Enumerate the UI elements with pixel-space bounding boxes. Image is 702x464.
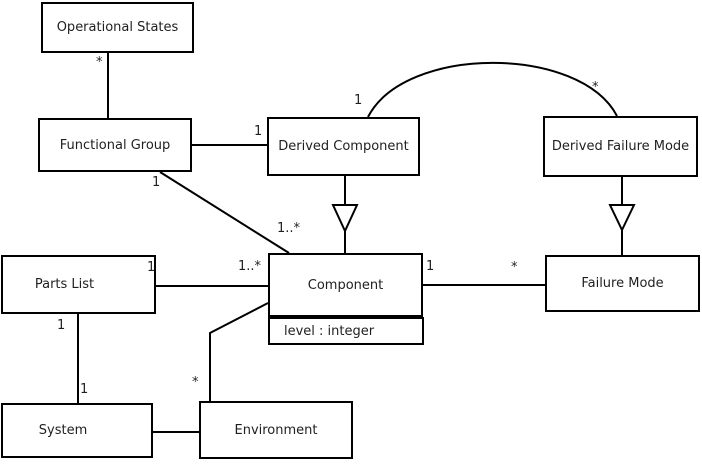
class-name-label: Failure Mode [581,276,664,291]
class-name-label: Environment [234,422,318,438]
association-functional-group-component [159,171,290,254]
multiplicity-parts-list-bottom: 1 [57,318,66,333]
attribute-level-label: level : integer [284,323,375,339]
class-name-label: Parts List [34,277,95,292]
multiplicity-environment-top: * [192,375,199,390]
multiplicity-parts-list-right: 1 [147,260,156,275]
class-operational-states[interactable]: Operational States [41,2,194,53]
class-component-attributes[interactable]: level : integer [268,317,424,345]
generalization-arrowhead-component [331,204,359,234]
generalization-arrowhead-failure-mode [608,204,636,233]
multiplicity-failure-mode-left: * [511,260,518,275]
class-parts-list[interactable]: Parts List [1,255,156,314]
multiplicity-derived-component-arc: 1 [354,93,363,108]
class-environment[interactable]: Environment [199,401,353,459]
class-component[interactable]: Component [268,253,423,317]
multiplicity-component-right: 1 [426,259,435,274]
multiplicity-operational-states-end: * [96,55,103,70]
class-system[interactable]: System [1,403,153,458]
class-name-label: Operational States [56,20,179,35]
multiplicity-functional-group-end: 1 [152,175,161,190]
multiplicity-system-top: 1 [80,382,89,397]
class-name-label: Functional Group [59,137,171,153]
class-name-label: Component [307,277,384,293]
multiplicity-component-left: 1..* [238,259,262,274]
association-derived-component-derived-failure-mode-arc [367,62,618,118]
class-name-label: System [38,423,88,438]
class-name-label: Derived Failure Mode [551,139,690,154]
class-functional-group[interactable]: Functional Group [38,118,192,172]
class-failure-mode[interactable]: Failure Mode [545,255,700,312]
multiplicity-derived-component-left: 1 [254,124,263,139]
class-derived-component[interactable]: Derived Component [267,117,420,176]
association-environment-component [209,302,269,401]
multiplicity-derived-failure-mode-arc: * [592,80,599,95]
class-name-label: Derived Component [278,139,409,154]
multiplicity-component-top-left: 1..* [277,221,301,236]
class-derived-failure-mode[interactable]: Derived Failure Mode [543,116,698,177]
